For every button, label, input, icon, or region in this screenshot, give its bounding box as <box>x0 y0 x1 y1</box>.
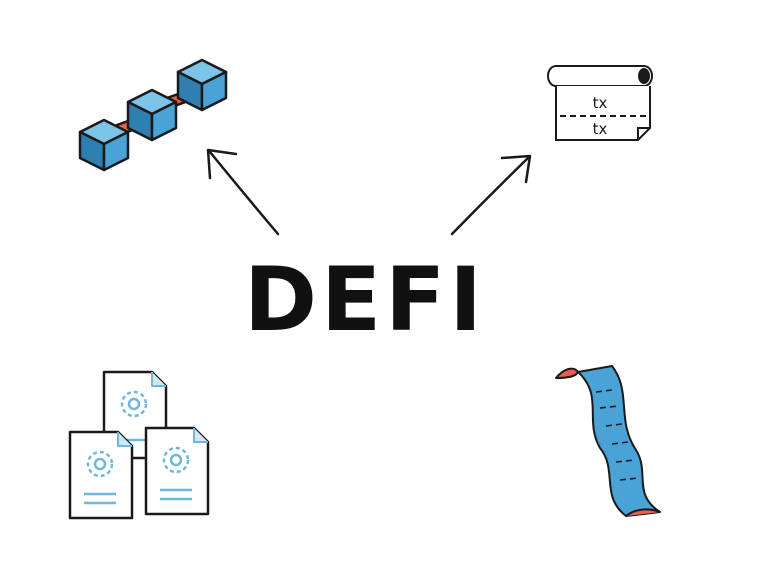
arrow-to-ledger <box>450 154 532 236</box>
receipt-scroll-icon <box>555 365 661 517</box>
ledger-entry-2: tx <box>593 120 608 138</box>
receipt-lines <box>595 389 639 481</box>
gear-icon <box>162 446 190 474</box>
ledger-entry-1: tx <box>593 94 608 112</box>
transaction-ledger-icon <box>547 65 653 141</box>
blockchain-icon <box>78 58 228 172</box>
gear-icon <box>86 450 114 478</box>
arrow-to-blockchain <box>206 148 280 236</box>
page-title: DEFI <box>244 248 486 351</box>
smart-contract-documents-icon <box>68 370 210 520</box>
gear-icon <box>120 390 148 418</box>
